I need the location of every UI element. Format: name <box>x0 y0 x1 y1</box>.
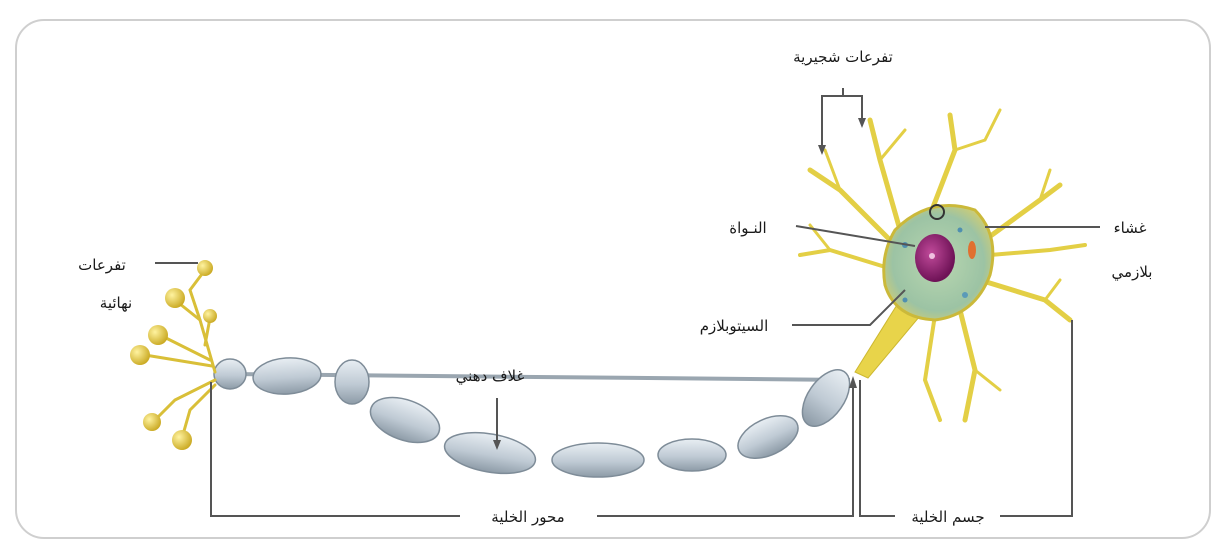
nucleus <box>915 234 955 282</box>
label-nucleus: النـواة <box>729 219 766 237</box>
label-terminal-2: نهائية <box>100 294 132 312</box>
label-membrane-1: غشاء <box>1114 219 1147 237</box>
terminal-bulbs <box>130 260 217 450</box>
label-axon: محور الخلية <box>491 508 564 526</box>
label-cell-body: جسم الخلية <box>911 508 984 526</box>
label-myelin: غلاف دهني <box>456 367 525 386</box>
label-membrane-2: بلازمي <box>1112 263 1153 282</box>
myelin-sheath <box>214 356 859 480</box>
label-dendrites: تفرعات شجيرية <box>793 48 893 66</box>
label-cytoplasm: السيتوبلازم <box>700 317 769 335</box>
label-terminal-1: تفرعات <box>78 256 126 274</box>
